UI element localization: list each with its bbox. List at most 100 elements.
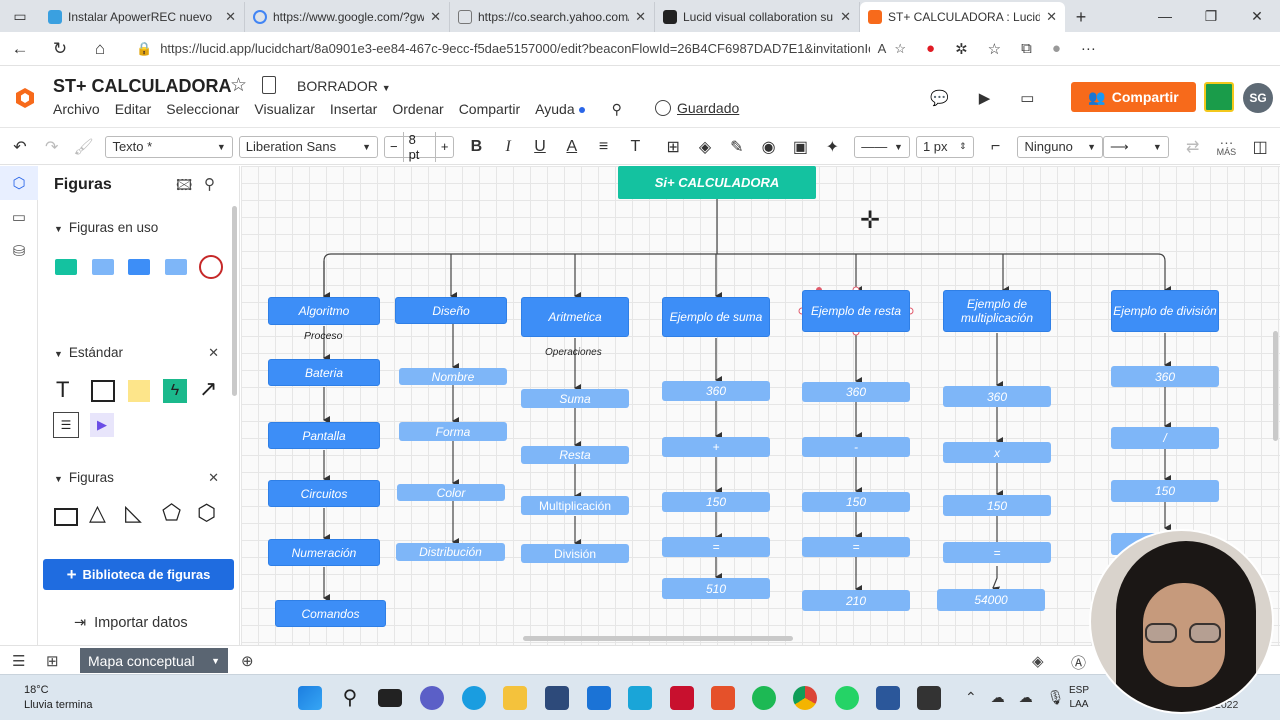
node-distribucion[interactable]: Distribución	[396, 543, 505, 561]
end-arrow-select[interactable]: ⟶▼	[1103, 135, 1169, 158]
node-circuitos[interactable]: Circuitos	[268, 480, 380, 507]
node-ejemplo-suma[interactable]: Ejemplo de suma	[662, 297, 770, 337]
close-section-icon[interactable]: ✕	[208, 345, 219, 360]
node-resta-150[interactable]: 150	[802, 492, 910, 512]
action-shape-icon[interactable]: ϟ	[163, 379, 187, 403]
align-icon[interactable]: ≡	[598, 137, 609, 155]
saved-status[interactable]: Guardado	[655, 100, 739, 116]
node-suma-150[interactable]: 150	[662, 492, 770, 512]
share-button[interactable]: 👥Compartir	[1071, 82, 1196, 112]
lucid-logo-icon[interactable]	[14, 87, 36, 109]
node-mult-360[interactable]: 360	[943, 386, 1051, 407]
google-classroom-icon[interactable]	[1204, 82, 1234, 112]
undo-icon[interactable]: ↶	[13, 138, 27, 156]
settings-more-icon[interactable]: ···	[1080, 39, 1096, 57]
weather-widget[interactable]: 18°C Lluvia termina	[24, 683, 92, 713]
close-tab-icon[interactable]: ✕	[840, 9, 851, 24]
onedrive-icon[interactable]: ☁	[1018, 689, 1033, 705]
comment-icon[interactable]: 💬	[930, 90, 949, 107]
close-tab-icon[interactable]: ✕	[1046, 9, 1057, 24]
collections-icon[interactable]: ⧉	[1021, 39, 1032, 57]
node-suma-equals[interactable]: =	[662, 537, 770, 557]
line-style-select[interactable]: ——▼	[854, 135, 910, 158]
document-icon[interactable]	[262, 76, 276, 94]
node-mult-equals[interactable]: =	[943, 542, 1051, 563]
browser-tab[interactable]: Lucid visual collaboration su ✕	[655, 2, 860, 32]
shape-options-icon[interactable]: ▣	[792, 138, 809, 156]
connector-style-icon[interactable]: ⌐	[990, 137, 1001, 155]
node-ejemplo-division[interactable]: Ejemplo de división	[1111, 290, 1219, 332]
status-dropdown[interactable]: BORRADOR ▼	[297, 78, 391, 94]
text-style-select[interactable]: Texto *▼	[105, 135, 233, 158]
node-numeracion[interactable]: Numeración	[268, 539, 380, 566]
menu-editar[interactable]: Editar	[114, 101, 152, 117]
menu-compartir[interactable]: Compartir	[458, 101, 521, 117]
line-color-icon[interactable]: ✎	[730, 138, 744, 156]
label-operaciones[interactable]: Operaciones	[545, 347, 602, 358]
section-shapes[interactable]: ▼Figuras	[54, 470, 114, 485]
home-icon[interactable]: ⌂	[94, 38, 106, 58]
close-tab-icon[interactable]: ✕	[635, 9, 646, 24]
tab-actions-icon[interactable]: ▭	[13, 7, 27, 24]
office-icon[interactable]	[711, 686, 735, 710]
cloud-icon[interactable]: ☁	[990, 689, 1005, 705]
edge-icon[interactable]	[462, 686, 486, 710]
triangle-shape-icon[interactable]: △	[89, 500, 106, 525]
label-proceso[interactable]: Proceso	[304, 330, 343, 342]
node-ejemplo-multiplicacion[interactable]: Ejemplo de multiplicación	[943, 290, 1051, 332]
node-resta-equals[interactable]: =	[802, 537, 910, 557]
lucid-taskbar-icon[interactable]	[628, 686, 652, 710]
opera-icon[interactable]: ●	[926, 39, 936, 57]
browser-tab[interactable]: https://co.search.yahoo.com/ ✕	[450, 2, 655, 32]
browser-tab[interactable]: https://www.google.com/?gw ✕	[245, 2, 450, 32]
spotify-icon[interactable]	[752, 686, 776, 710]
close-window-icon[interactable]: ✕	[1251, 7, 1263, 24]
mcafee-icon[interactable]	[670, 686, 694, 710]
more-button[interactable]: ···MÁS	[1209, 135, 1245, 157]
node-comandos[interactable]: Comandos	[275, 600, 386, 627]
vertical-scrollbar[interactable]	[1273, 331, 1278, 441]
store-icon[interactable]	[545, 686, 569, 710]
file-explorer-icon[interactable]	[503, 686, 527, 710]
star-icon[interactable]: ☆	[230, 75, 248, 96]
node-suma[interactable]: Suma	[521, 389, 629, 408]
menu-seleccionar[interactable]: Seleccionar	[166, 101, 240, 117]
start-arrow-select[interactable]: Ninguno▼	[1017, 135, 1104, 158]
teams-icon[interactable]	[420, 686, 444, 710]
data-icon[interactable]: ⛁	[12, 243, 26, 260]
page-tab[interactable]: Mapa conceptual▼	[80, 648, 228, 673]
node-resta[interactable]: Resta	[521, 446, 629, 464]
mail-icon[interactable]	[587, 686, 611, 710]
node-resta-360[interactable]: 360	[802, 382, 910, 402]
pentagon-shape-icon[interactable]: ⬠	[162, 500, 182, 525]
video-call-icon[interactable]: ▭	[1020, 90, 1035, 107]
search-icon[interactable]: ⚲	[342, 687, 358, 709]
font-select[interactable]: Liberation Sans▼	[238, 135, 378, 158]
node-suma-plus[interactable]: +	[662, 437, 770, 457]
chrome-icon[interactable]	[793, 686, 817, 710]
font-size-value[interactable]: 8 pt	[402, 131, 436, 162]
section-standard[interactable]: ▼Estándar	[54, 345, 123, 360]
read-aloud-icon[interactable]: A	[877, 41, 887, 56]
horizontal-scrollbar[interactable]	[523, 636, 793, 641]
node-div-slash[interactable]: /	[1111, 427, 1219, 449]
restore-icon[interactable]: ❐	[1204, 7, 1218, 24]
favorite-add-icon[interactable]: ☆	[894, 40, 906, 56]
node-bateria[interactable]: Bateria	[268, 359, 380, 386]
menu-ayuda[interactable]: Ayuda	[535, 101, 585, 118]
right-triangle-shape-icon[interactable]: ◺	[125, 500, 142, 525]
whatsapp-icon[interactable]	[835, 686, 859, 710]
list-view-icon[interactable]: ☰	[12, 653, 26, 670]
back-icon[interactable]: ←	[11, 38, 29, 58]
document-title[interactable]: ST+ CALCULADORA	[53, 76, 232, 96]
opacity-icon[interactable]: ◉	[761, 138, 776, 156]
node-mult-x[interactable]: x	[943, 442, 1051, 463]
panel-toggle-icon[interactable]: ◫	[1252, 138, 1268, 156]
hexagon-shape-icon[interactable]: ⬡	[197, 500, 217, 525]
rectangle-shape-icon[interactable]	[54, 508, 78, 526]
node-ejemplo-resta[interactable]: Ejemplo de resta	[802, 290, 910, 332]
microphone-icon[interactable]: 🎙	[1046, 689, 1065, 705]
close-section-icon[interactable]: ✕	[208, 470, 219, 485]
swatch-blue-dark[interactable]	[128, 259, 150, 275]
favorites-icon[interactable]: ☆	[987, 40, 1002, 58]
